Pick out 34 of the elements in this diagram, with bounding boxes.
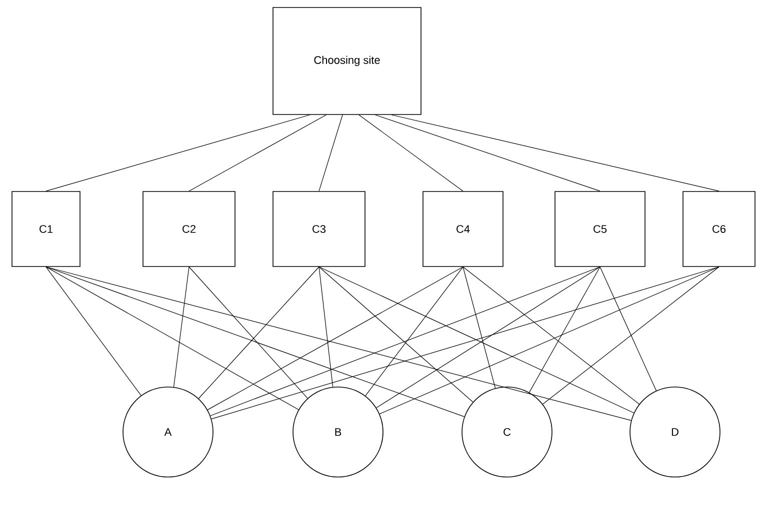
connector-line — [542, 266, 720, 404]
connector-line — [365, 266, 464, 396]
connector-line — [462, 266, 640, 404]
connector-line — [173, 266, 190, 388]
criterion-box: C5 — [554, 191, 646, 267]
connector-line — [46, 266, 142, 396]
criterion-box: C6 — [682, 191, 756, 267]
connector-line — [528, 266, 600, 393]
connector-line — [462, 266, 496, 388]
connector-line — [188, 114, 326, 192]
connector-line — [374, 114, 600, 192]
connector-line — [46, 114, 310, 192]
connector-line — [188, 266, 308, 399]
criterion-box: C2 — [142, 191, 236, 267]
connector-line — [376, 266, 600, 408]
connector-line — [46, 266, 299, 410]
connector-line — [46, 266, 632, 421]
connector-line — [318, 266, 334, 388]
connector-line — [198, 266, 320, 399]
connector-line — [207, 266, 464, 410]
connector-line — [379, 266, 720, 414]
criterion-box: C3 — [272, 191, 366, 267]
title-box: Choosing site — [272, 7, 422, 115]
connector-line — [46, 266, 465, 417]
connector-line — [211, 266, 720, 420]
connector-line — [600, 266, 657, 391]
connector-line — [210, 266, 600, 416]
connector-line — [391, 114, 720, 192]
connector-line — [358, 114, 464, 192]
connector-line — [318, 266, 634, 414]
connector-line — [318, 266, 474, 402]
connector-line — [318, 114, 343, 192]
criterion-box: C4 — [422, 191, 504, 267]
criterion-box: C1 — [12, 191, 80, 267]
